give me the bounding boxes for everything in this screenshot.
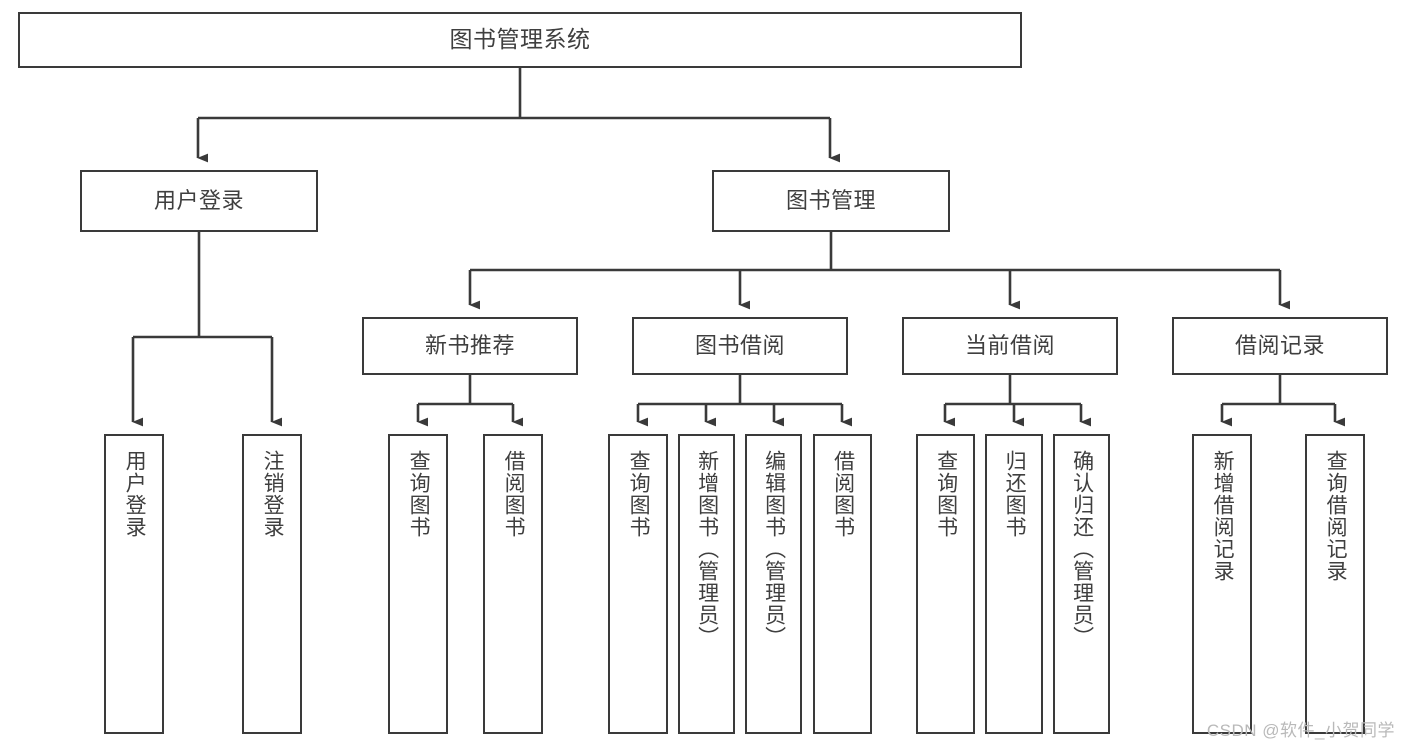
node-leaf-user-login-label: 用户登录 bbox=[123, 450, 147, 538]
node-leaf-edit-book[interactable]: 编辑图书（管理员） bbox=[745, 434, 802, 734]
node-new-book-recommend[interactable]: 新书推荐 bbox=[362, 317, 578, 375]
node-leaf-borrow-book-rec[interactable]: 借阅图书 bbox=[483, 434, 543, 734]
node-user-login-label: 用户登录 bbox=[153, 187, 244, 213]
node-leaf-add-book[interactable]: 新增图书（管理员） bbox=[678, 434, 735, 734]
node-book-manage-label: 图书管理 bbox=[785, 187, 876, 213]
node-leaf-query-borrow-record[interactable]: 查询借阅记录 bbox=[1305, 434, 1365, 734]
node-user-login[interactable]: 用户登录 bbox=[80, 170, 318, 232]
node-leaf-borrow-book[interactable]: 借阅图书 bbox=[813, 434, 872, 734]
node-leaf-add-borrow-record[interactable]: 新增借阅记录 bbox=[1192, 434, 1252, 734]
node-book-borrow[interactable]: 图书借阅 bbox=[632, 317, 848, 375]
node-leaf-query-book-current[interactable]: 查询图书 bbox=[916, 434, 975, 734]
node-leaf-query-book-borrow[interactable]: 查询图书 bbox=[608, 434, 668, 734]
node-leaf-confirm-return-label: 确认归还（管理员） bbox=[1070, 450, 1094, 648]
node-leaf-return-book-label: 归还图书 bbox=[1003, 450, 1027, 538]
watermark: CSDN @软件_小贺同学 bbox=[1206, 721, 1395, 740]
node-leaf-query-borrow-record-label: 查询借阅记录 bbox=[1324, 450, 1348, 582]
node-leaf-borrow-book-rec-label: 借阅图书 bbox=[502, 450, 526, 538]
node-book-borrow-label: 图书借阅 bbox=[694, 332, 785, 358]
node-leaf-add-borrow-record-label: 新增借阅记录 bbox=[1211, 450, 1235, 582]
node-borrow-record[interactable]: 借阅记录 bbox=[1172, 317, 1388, 375]
node-leaf-add-book-label: 新增图书（管理员） bbox=[695, 450, 719, 648]
node-leaf-borrow-book-label: 借阅图书 bbox=[831, 450, 855, 538]
node-leaf-query-book-rec-label: 查询图书 bbox=[407, 450, 431, 538]
node-leaf-query-book-current-label: 查询图书 bbox=[934, 450, 958, 538]
node-leaf-query-book-borrow-label: 查询图书 bbox=[627, 450, 651, 538]
node-leaf-return-book[interactable]: 归还图书 bbox=[985, 434, 1043, 734]
node-root[interactable]: 图书管理系统 bbox=[18, 12, 1022, 68]
node-leaf-query-book-rec[interactable]: 查询图书 bbox=[388, 434, 448, 734]
node-new-book-recommend-label: 新书推荐 bbox=[424, 332, 515, 358]
node-current-borrow[interactable]: 当前借阅 bbox=[902, 317, 1118, 375]
node-root-label: 图书管理系统 bbox=[449, 26, 591, 53]
node-leaf-edit-book-label: 编辑图书（管理员） bbox=[762, 450, 786, 648]
node-leaf-logout-login[interactable]: 注销登录 bbox=[242, 434, 302, 734]
node-leaf-logout-login-label: 注销登录 bbox=[261, 450, 285, 538]
node-leaf-user-login[interactable]: 用户登录 bbox=[104, 434, 164, 734]
node-book-manage[interactable]: 图书管理 bbox=[712, 170, 950, 232]
node-current-borrow-label: 当前借阅 bbox=[964, 332, 1055, 358]
node-borrow-record-label: 借阅记录 bbox=[1234, 332, 1325, 358]
node-leaf-confirm-return[interactable]: 确认归还（管理员） bbox=[1053, 434, 1110, 734]
